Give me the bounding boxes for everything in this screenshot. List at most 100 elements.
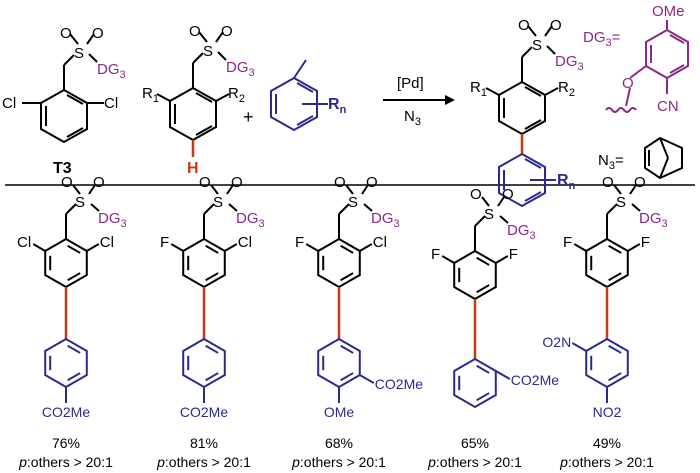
product-dg3: DG3: [507, 222, 536, 242]
product-oxygen-2: O: [634, 174, 646, 191]
product-core-ring-double-bond-2: [608, 244, 622, 254]
product-core-ring-double-bond-2: [205, 244, 219, 254]
selectivity-para: p: [559, 454, 568, 470]
product-right-substituent: Cl: [100, 234, 114, 251]
norbornene-structure: [644, 136, 683, 180]
t3-structure: [22, 33, 104, 144]
product-aryl-ring: [317, 337, 361, 389]
product-core-ring-double-bond-2: [476, 256, 490, 266]
product-so-bond-1: [481, 196, 490, 207]
product-oxygen-1: O: [602, 174, 614, 191]
arrow-catalyst: [Pd]: [397, 75, 424, 92]
product-selectivity: p:others > 20:1: [291, 454, 386, 470]
product-core-ring-double-bond-2: [340, 244, 354, 254]
product-dg3: DG3: [639, 210, 668, 230]
product-right-sub-bond: [224, 243, 238, 252]
dg3-ome: OMe: [652, 3, 685, 20]
toluene-structure: [270, 59, 318, 132]
product-core-ring: [182, 237, 226, 289]
n3-definition-sub: 3: [609, 160, 615, 172]
selectivity-para: p: [18, 454, 27, 470]
n3-definition-eq: =: [615, 152, 624, 169]
product-r2: R2: [558, 79, 575, 99]
product-oxygen-1: O: [518, 17, 530, 34]
substrate-sulfur: S: [203, 43, 213, 60]
product-sulfur: S: [213, 194, 223, 211]
product-aryl-bottom-substituent: CO2Me: [180, 404, 228, 420]
product-so-bond-1: [72, 184, 81, 195]
product-rn: Rn: [557, 172, 576, 192]
product-left-sub-bond: [441, 255, 455, 264]
toluene-rn: Rn: [328, 96, 347, 116]
product-dg-sub: 3: [662, 218, 668, 230]
product-aryl-bottom-substituent: CO2Me: [42, 404, 90, 420]
product-dg-text: DG: [507, 222, 530, 239]
product-right-substituent: F: [509, 246, 518, 263]
product-left-substituent: F: [431, 246, 440, 263]
product-dg-sub: 3: [121, 218, 127, 230]
dg3-definition-label: DG3=: [583, 29, 621, 49]
product-left-substituent: F: [160, 234, 169, 251]
product-rn-sub: n: [569, 180, 576, 192]
product-dg-text: DG: [639, 210, 662, 227]
product-core-ring: [317, 237, 361, 289]
t3-sulfur: S: [74, 45, 84, 62]
product-cs-bond: [606, 203, 618, 215]
product-dg-text: DG: [371, 210, 394, 227]
product-core-ring-double-bond-1: [205, 272, 219, 282]
product-core-ring-double-bond-1: [608, 272, 622, 282]
product-oxygen-1: O: [199, 174, 211, 191]
t3-dg-text: DG: [97, 61, 120, 78]
product-core-ring-double-bond-1: [340, 272, 354, 282]
substrate-dg-sub: 3: [249, 67, 255, 79]
t3-label: T3: [53, 160, 72, 177]
product-yield: 68%: [325, 435, 353, 451]
product-aryl-ring-double-bond-2: [67, 344, 81, 354]
product-so-bond-1: [345, 184, 354, 195]
product-sulfur: S: [484, 206, 494, 223]
substrate-r1-text: R: [142, 85, 153, 102]
product-aryl-right-substituent: CO2Me: [511, 372, 559, 388]
product-selectivity: p:others > 20:1: [559, 454, 654, 470]
product-so-bond-2: [629, 184, 637, 195]
product-dg-text: DG: [236, 210, 259, 227]
substrate-r1: R1: [142, 85, 159, 105]
substrate-r2-sub: 2: [239, 93, 245, 105]
product-cs-bond: [65, 203, 77, 215]
product-core-ring-double-bond-1: [476, 284, 490, 294]
product-yield: 65%: [461, 435, 489, 451]
substrate-r2-text: R: [228, 85, 239, 102]
dg3-oxygen: O: [622, 75, 634, 92]
product-r1-text: R: [470, 79, 481, 96]
product-dg3: DG3: [236, 210, 265, 230]
product-oxygen-2: O: [231, 174, 243, 191]
product-core-ring-double-bond-2: [67, 244, 81, 254]
product-sdg-bond: [363, 203, 373, 212]
product-sdg-bond: [228, 203, 238, 212]
product-right-sub-bond: [627, 243, 641, 252]
product-so-bond-1: [210, 184, 219, 195]
product-aryl-ring-double-bond-1: [67, 372, 81, 382]
product-r2-text: R: [558, 79, 569, 96]
product-right-substituent: F: [641, 234, 650, 251]
product-so-bond-2: [88, 184, 96, 195]
product-cs-bond: [474, 215, 486, 227]
product-yield: 76%: [52, 435, 80, 451]
product-aryl-right-bond: [495, 370, 511, 380]
t3-cl-right: Cl: [104, 95, 118, 112]
product-oxygen-1: O: [334, 174, 346, 191]
toluene-rn-text: R: [328, 96, 340, 113]
t3-cl-left: Cl: [2, 95, 16, 112]
product-sulfur: S: [532, 37, 542, 54]
arrow-mediator-sub: 3: [415, 116, 421, 128]
product-selectivity: p:others > 20:1: [156, 454, 251, 470]
product-dg3: DG3: [371, 210, 400, 230]
substrate-r2: R2: [228, 85, 245, 105]
t3-dg-sub: 3: [120, 69, 126, 81]
t3-oxygen-2: O: [92, 25, 104, 42]
product-sulfur: S: [348, 194, 358, 211]
